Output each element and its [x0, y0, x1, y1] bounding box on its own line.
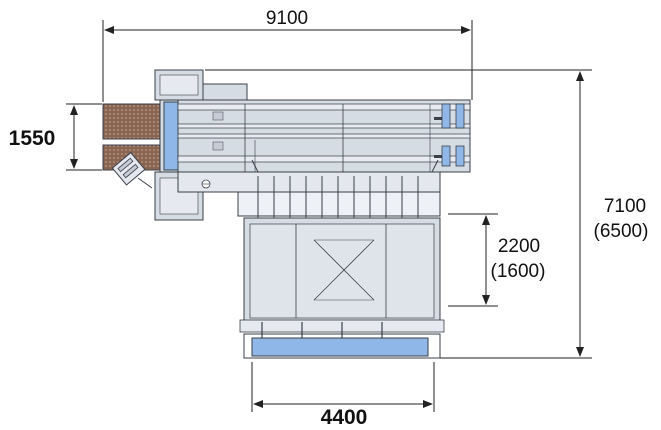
table-depth-alt-label: (1600)	[491, 261, 546, 282]
angled-head-unit	[111, 151, 146, 186]
blue-column	[163, 101, 179, 171]
bottom-frame	[243, 333, 441, 359]
table-depth-label: 2200	[498, 236, 540, 257]
overall-depth-alt-label: (6500)	[594, 221, 649, 242]
table-width-label: 4400	[321, 406, 368, 429]
feed-width-label: 1550	[9, 127, 56, 150]
dimension-lines	[66, 20, 592, 412]
overall-width-label: 9100	[266, 8, 308, 29]
work-table	[239, 217, 445, 338]
blue-bottom-bar	[251, 337, 429, 357]
feed-conveyor-upper	[102, 103, 162, 140]
fence-frame	[237, 159, 441, 222]
right-blue-uprights	[434, 103, 465, 167]
main-body	[177, 83, 471, 193]
overall-depth-label: 7100	[604, 196, 646, 217]
